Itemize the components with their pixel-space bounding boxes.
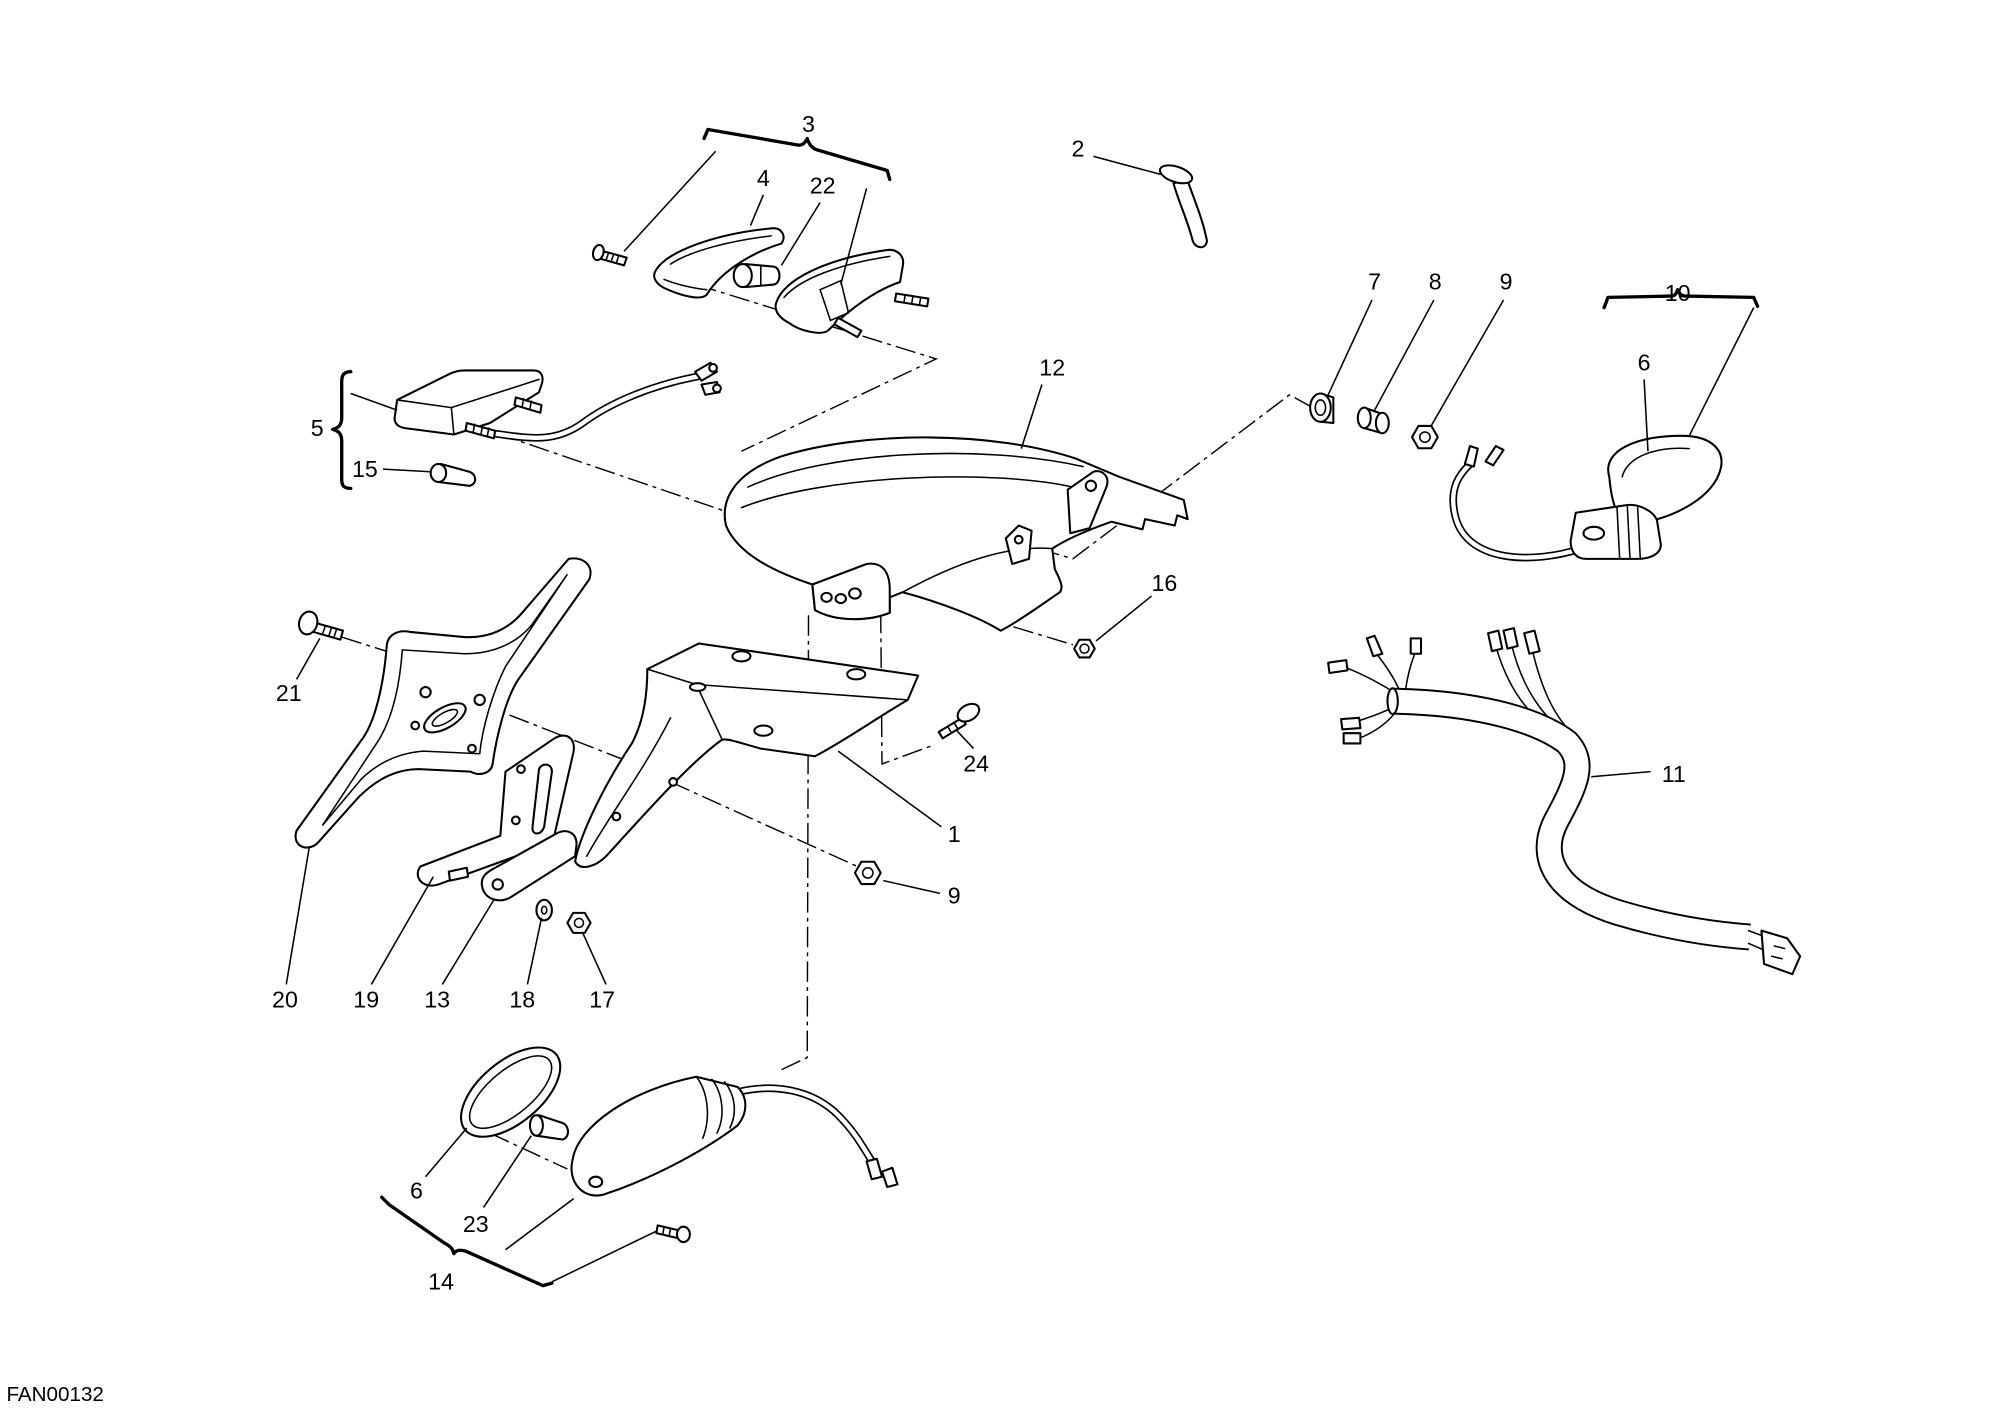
license-plate-holder-part-20 [294,557,592,849]
diagram-code: FAN00132 [6,1383,103,1406]
callout-labels: 3 4 22 2 7 8 9 10 6 12 5 15 16 21 24 11 … [272,111,1690,1294]
tail-light-lens-part-4 [653,227,785,299]
callout-7: 7 [1368,269,1381,295]
bracket-part-10 [1602,288,1760,310]
bracket-part-5 [331,370,353,491]
turn-signal-screw [655,1224,691,1244]
tail-light-housing [774,248,930,339]
lens-screw [591,243,628,267]
rear-fender-part-12 [723,436,1189,632]
callout-4: 4 [757,165,770,191]
callout-9-lower: 9 [948,883,961,909]
callout-17: 17 [589,987,615,1013]
callout-11: 11 [1662,761,1686,787]
callout-20: 20 [272,987,298,1013]
callout-8: 8 [1429,269,1442,295]
callout-9-upper: 9 [1500,269,1513,295]
callout-13: 13 [424,987,450,1013]
pin-part-2 [1158,164,1208,249]
callout-10: 10 [1665,280,1691,306]
bracket-part-13 [480,830,578,902]
callout-14: 14 [428,1269,454,1295]
bolt-part-24 [937,702,981,740]
lens-ring-part-6 [460,1046,562,1138]
nut-part-16 [1073,638,1096,659]
callout-24: 24 [963,751,989,777]
callout-2: 2 [1072,135,1085,161]
callout-15: 15 [352,456,378,482]
turn-signal-part-10 [1449,434,1723,562]
bulb-part-22 [732,263,781,289]
washer-part-18 [535,898,553,922]
callout-18: 18 [509,987,535,1013]
callout-6-lower: 6 [410,1178,423,1204]
nut-part-9-lower [853,860,882,886]
bracket-part-3 [702,127,892,182]
spacer-part-8 [1356,406,1390,435]
bulb-part-23 [528,1114,570,1141]
callout-12: 12 [1039,355,1065,381]
license-light-part-5 [393,361,722,442]
callout-3: 3 [802,111,815,137]
callout-21: 21 [276,680,302,706]
callout-23: 23 [463,1211,489,1237]
turn-signal-part-14 [570,1075,899,1197]
bracket-part-14 [380,1195,554,1288]
leader-lines [285,150,1755,1283]
bolt-part-21 [297,610,345,641]
callout-16: 16 [1152,570,1178,596]
callout-6-right: 6 [1638,350,1651,376]
callout-19: 19 [353,987,379,1013]
nut-part-9-upper [1410,424,1439,450]
callout-1: 1 [948,821,961,847]
wiring-harness-part-11 [1327,627,1802,976]
bulb-part-15 [429,462,477,487]
callout-22: 22 [810,173,836,199]
nut-part-17 [566,911,592,934]
support-bracket-part-1 [574,642,920,868]
callout-5: 5 [311,415,324,441]
grommet-part-7 [1309,392,1335,425]
